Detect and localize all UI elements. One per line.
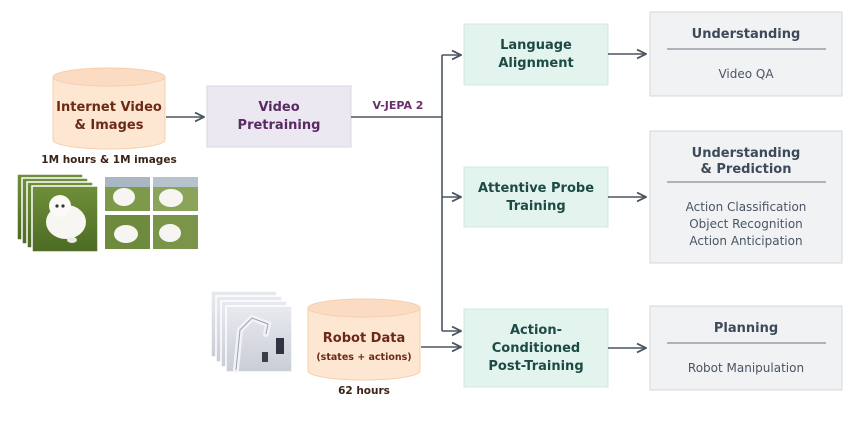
probe-line1: Attentive Probe: [478, 181, 594, 196]
understanding-title: Understanding: [692, 27, 801, 42]
robot-caption: 62 hours: [338, 385, 390, 397]
internet-caption: 1M hours & 1M images: [41, 154, 176, 166]
internet-title-line2: & Images: [75, 118, 144, 133]
robot-data-cylinder: Robot Data (states + actions): [307, 298, 421, 381]
attentive-probe-box: Attentive Probe Training: [463, 166, 609, 228]
language-line2: Alignment: [498, 56, 573, 71]
probe-line2: Training: [506, 199, 565, 214]
language-alignment-box: Language Alignment: [463, 23, 609, 86]
action-line1: Action-: [510, 323, 562, 338]
model-label: V-JEPA 2: [373, 99, 424, 112]
understanding-item: Video QA: [718, 67, 774, 81]
planning-item: Robot Manipulation: [688, 361, 804, 375]
prediction-item: Object Recognition: [689, 217, 803, 231]
prediction-output-box: Understanding & Prediction Action Classi…: [649, 130, 843, 264]
understanding-output-box: Understanding Video QA: [649, 11, 843, 97]
action-conditioned-box: Action- Conditioned Post-Training: [463, 308, 609, 388]
prediction-item: Action Classification: [686, 200, 807, 214]
prediction-title-line2: & Prediction: [701, 162, 792, 177]
planning-title: Planning: [714, 321, 778, 336]
pretraining-line2: Pretraining: [238, 118, 321, 133]
action-line2: Conditioned: [492, 341, 580, 356]
prediction-title-line1: Understanding: [692, 146, 801, 161]
action-line3: Post-Training: [488, 359, 583, 374]
robot-title: Robot Data: [323, 331, 405, 346]
robot-frames-thumbnail: [210, 290, 293, 373]
pretraining-line1: Video: [258, 100, 299, 115]
language-line1: Language: [500, 38, 572, 53]
video-frames-thumbnail: [16, 173, 99, 253]
video-pretraining-box: Video Pretraining: [206, 85, 352, 148]
output-arrows: [608, 54, 646, 348]
internet-title-line1: Internet Video: [56, 100, 162, 115]
internet-data-cylinder: Internet Video & Images: [52, 67, 166, 150]
robot-subtitle: (states + actions): [316, 352, 411, 363]
prediction-item: Action Anticipation: [689, 234, 802, 248]
image-grid-thumbnail: [105, 177, 198, 249]
planning-output-box: Planning Robot Manipulation: [649, 305, 843, 391]
branch-connector: [351, 55, 461, 331]
